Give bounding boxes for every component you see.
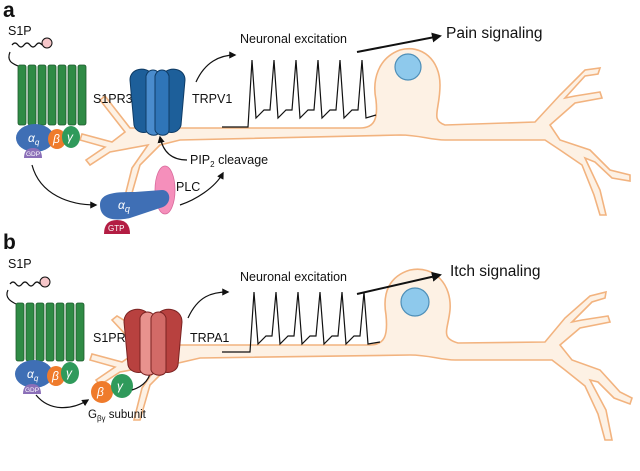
neuron-b-body: [88, 268, 633, 441]
beta-label-b: β: [51, 369, 59, 383]
active-alpha-label-a: αq: [118, 198, 130, 214]
gamma-label-a: γ: [67, 130, 74, 144]
outcome-label-b: Itch signaling: [450, 263, 540, 280]
alpha-q-label-b: αq: [27, 367, 39, 383]
receptor-label-a: S1PR3: [93, 92, 133, 106]
arrow-to-itch: [356, 271, 442, 295]
gtp-label-a: GTP: [108, 224, 124, 233]
panel-b-letter: b: [3, 231, 16, 254]
neuron-a: [78, 47, 631, 216]
channel-label-a: TRPV1: [192, 92, 232, 106]
arrow-to-pain: [356, 32, 442, 53]
spike-train-b: [222, 291, 381, 353]
beta-label-a: β: [52, 132, 60, 146]
free-beta-label: β: [96, 385, 104, 399]
arrow-complex-to-betagamma: [35, 394, 90, 409]
ligand-squiggle-a: [11, 42, 43, 48]
excitation-label-a: Neuronal excitation: [240, 32, 347, 46]
arrow-pip2-to-trpv1-a: [157, 135, 188, 161]
ligand-squiggle-b: [9, 281, 41, 287]
neuron-a-nucleus: [394, 53, 422, 81]
gdp-label-a: GDP: [26, 151, 40, 158]
excitation-label-b: Neuronal excitation: [240, 270, 347, 284]
plc-label-a: PLC: [176, 180, 200, 194]
neuron-b: [88, 268, 633, 441]
trpa1-channel: [123, 308, 183, 376]
panel-a-letter: a: [3, 0, 15, 22]
active-alpha-plc-a: αq GTP PLC: [100, 165, 200, 234]
arrow-to-excitation-b: [187, 288, 230, 319]
alpha-q-label-a: αq: [28, 131, 40, 147]
pip2-label-a: PIP2 cleavage: [190, 153, 268, 169]
panel-a: a S1P S1PR3 αq β γ: [3, 0, 631, 234]
channel-label-b: TRPA1: [190, 331, 229, 345]
outcome-label-a: Pain signaling: [446, 25, 543, 42]
ligand-head-b: [39, 276, 51, 288]
receptor-label-b: S1PR3: [93, 331, 133, 345]
free-g-beta-gamma: β γ: [91, 374, 133, 403]
gtp-shape: [104, 220, 130, 234]
g-protein-complex-a: αq β γ GDP: [16, 124, 80, 158]
gdp-label-b: GDP: [25, 387, 39, 394]
active-alpha-shape: [100, 190, 170, 220]
arrow-to-excitation-a: [195, 51, 237, 83]
ligand-label-a: S1P: [8, 24, 32, 38]
neuron-a-body: [78, 47, 631, 216]
ligand-head-a: [41, 37, 53, 49]
free-gamma-label: γ: [117, 379, 124, 393]
receptor-s1pr3-a: [8, 51, 87, 126]
arrow-plc-to-pip2-a: [179, 171, 224, 206]
receptor-s1pr3-b: [6, 289, 85, 362]
spike-train-a: [222, 59, 377, 128]
arrow-gdp-to-alpha-a: [31, 164, 98, 209]
panel-b: b S1P S1PR3 αq β γ: [3, 231, 633, 441]
gamma-label-b: γ: [66, 366, 73, 380]
neuron-b-nucleus: [400, 287, 430, 317]
subunit-label-b: Gβγ subunit: [88, 409, 147, 423]
g-protein-complex-b: αq β γ GDP: [15, 360, 79, 394]
trpv1-channel: [129, 68, 186, 136]
ligand-label-b: S1P: [8, 257, 32, 271]
